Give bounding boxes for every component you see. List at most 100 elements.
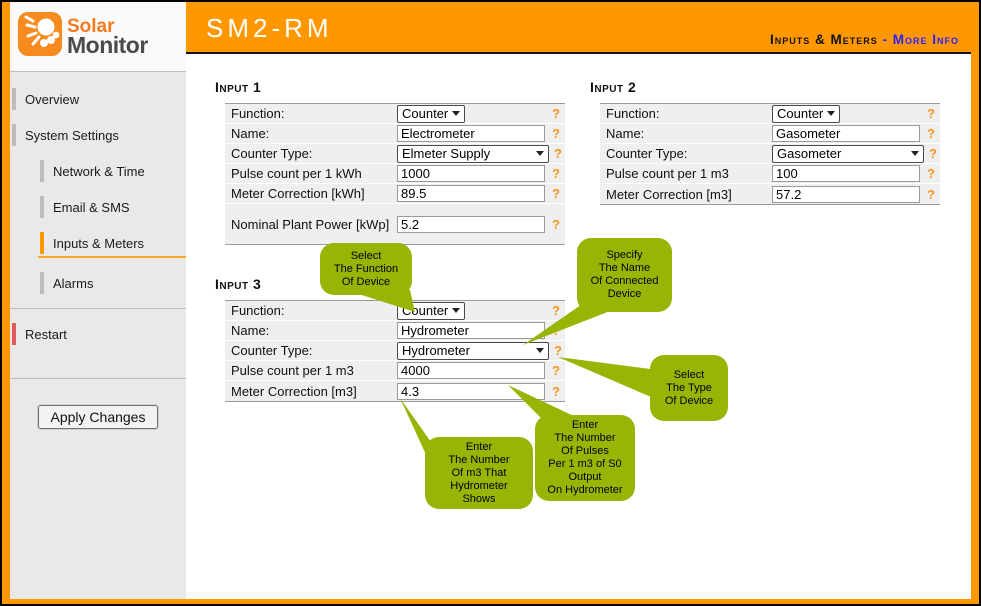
input1-title: Input 1 xyxy=(215,79,262,95)
help-icon[interactable]: ? xyxy=(927,186,935,202)
form-row-nominal-power: Nominal Plant Power [kWp] ? xyxy=(225,204,565,244)
help-icon[interactable]: ? xyxy=(552,303,560,318)
sidebar: Solar Monitor Overview System Settings xyxy=(10,2,186,599)
input3-meter-correction-field[interactable] xyxy=(397,382,545,400)
input2-counter-type-select[interactable]: Gasometer xyxy=(772,144,924,163)
field-label: Counter Type: xyxy=(231,343,313,358)
callout-select-function: Select The Function Of Device xyxy=(320,243,412,295)
field-label: Function: xyxy=(231,106,285,121)
sidebar-item-label: System Settings xyxy=(25,127,119,143)
input2-meter-correction-field[interactable] xyxy=(772,185,920,203)
help-icon[interactable]: ? xyxy=(552,126,560,141)
breadcrumb: Inputs & Meters - More Info xyxy=(770,32,959,47)
form-row-pulse-count: Pulse count per 1 m3 ? xyxy=(225,361,565,381)
chevron-down-icon xyxy=(536,348,544,353)
content-area: Input 1 Input 2 Input 3 Function: Counte… xyxy=(186,54,971,599)
input2-function-select[interactable]: Counter xyxy=(772,104,840,123)
header: SM2-RM Inputs & Meters - More Info xyxy=(186,2,971,54)
nav-marker xyxy=(12,124,16,146)
form-row-name: Name: ? xyxy=(600,124,940,144)
sidebar-item-network-time[interactable]: Network & Time xyxy=(38,160,186,182)
sidebar-item-system-settings[interactable]: System Settings xyxy=(10,124,186,146)
field-label: Nominal Plant Power [kWp] xyxy=(231,216,390,232)
input2-form: Function: Counter ? Name: ? Counter Type… xyxy=(600,103,940,205)
help-icon[interactable]: ? xyxy=(927,126,935,141)
form-row-name: Name: ? xyxy=(225,124,565,144)
sidebar-item-alarms[interactable]: Alarms xyxy=(38,272,186,294)
help-icon[interactable]: ? xyxy=(552,166,560,181)
input2-pulse-count-field[interactable] xyxy=(772,165,920,182)
nav-marker xyxy=(40,196,44,218)
sidebar-item-label: Overview xyxy=(25,91,80,107)
input2-name-field[interactable] xyxy=(772,125,920,142)
nav-marker-active xyxy=(40,232,44,254)
sidebar-divider xyxy=(10,378,186,379)
sidebar-item-label: Inputs & Meters xyxy=(53,235,145,251)
chevron-down-icon xyxy=(911,151,919,156)
field-label: Counter Type: xyxy=(606,146,688,161)
form-row-counter-type: Counter Type: Hydrometer ? xyxy=(225,341,565,361)
form-row-function: Function: Counter ? xyxy=(225,301,565,321)
select-value: Gasometer xyxy=(777,146,842,161)
help-icon[interactable]: ? xyxy=(927,166,935,181)
select-value: Counter xyxy=(777,106,824,121)
nav-marker xyxy=(40,272,44,294)
help-icon[interactable]: ? xyxy=(554,146,562,161)
input3-function-select[interactable]: Counter xyxy=(397,301,465,320)
input3-counter-type-select[interactable]: Hydrometer xyxy=(397,341,549,360)
input1-nominal-power-field[interactable] xyxy=(397,215,545,233)
more-info-link[interactable]: More Info xyxy=(892,32,959,47)
select-value: Counter xyxy=(402,106,449,121)
callout-enter-pulses: Enter The Number Of Pulses Per 1 m3 of S… xyxy=(535,415,635,501)
input3-name-field[interactable] xyxy=(397,322,545,339)
field-label: Pulse count per 1 kWh xyxy=(231,166,362,181)
form-row-counter-type: Counter Type: Gasometer ? xyxy=(600,144,940,164)
breadcrumb-section: Inputs & Meters xyxy=(769,32,878,47)
help-icon[interactable]: ? xyxy=(552,106,560,121)
sidebar-item-label: Email & SMS xyxy=(53,199,130,215)
form-row-meter-correction: Meter Correction [m3] ? xyxy=(225,381,565,401)
sidebar-item-email-sms[interactable]: Email & SMS xyxy=(38,196,186,218)
input1-counter-type-select[interactable]: Elmeter Supply xyxy=(397,144,549,163)
help-icon[interactable]: ? xyxy=(929,146,937,161)
input1-meter-correction-field[interactable] xyxy=(397,185,545,202)
sidebar-divider xyxy=(10,308,186,309)
field-label: Name: xyxy=(231,126,270,141)
chevron-down-icon xyxy=(452,111,461,116)
form-row-meter-correction: Meter Correction [kWh] ? xyxy=(225,184,565,204)
field-label: Function: xyxy=(231,303,285,318)
form-row-function: Function: Counter ? xyxy=(225,104,565,124)
form-row-name: Name: ? xyxy=(225,321,565,341)
form-row-function: Function: Counter ? xyxy=(600,104,940,124)
field-label: Meter Correction [m3] xyxy=(606,186,732,202)
help-icon[interactable]: ? xyxy=(552,383,560,399)
input1-form: Function: Counter ? Name: ? Counter Type… xyxy=(225,103,565,245)
help-icon[interactable]: ? xyxy=(554,343,562,358)
field-label: Name: xyxy=(231,323,270,338)
help-icon[interactable]: ? xyxy=(552,186,560,201)
sidebar-item-label: Alarms xyxy=(53,275,94,291)
logo-text-monitor: Monitor xyxy=(67,31,148,58)
breadcrumb-separator: - xyxy=(882,32,888,47)
input1-name-field[interactable] xyxy=(397,125,545,142)
help-icon[interactable]: ? xyxy=(552,363,560,378)
apply-changes-button[interactable]: Apply Changes xyxy=(37,405,159,429)
input1-function-select[interactable]: Counter xyxy=(397,104,465,123)
field-label: Pulse count per 1 m3 xyxy=(231,363,354,378)
chevron-down-icon xyxy=(827,111,836,116)
sidebar-item-overview[interactable]: Overview xyxy=(10,88,186,110)
field-label: Counter Type: xyxy=(231,146,313,161)
input1-pulse-count-field[interactable] xyxy=(397,165,545,182)
select-value: Elmeter Supply xyxy=(402,146,491,161)
callout-enter-m3: Enter The Number Of m3 That Hydrometer S… xyxy=(425,437,533,509)
sidebar-item-label: Network & Time xyxy=(53,163,145,179)
sidebar-item-restart[interactable]: Restart xyxy=(10,323,186,345)
input3-pulse-count-field[interactable] xyxy=(397,362,545,379)
sidebar-item-inputs-meters[interactable]: Inputs & Meters xyxy=(38,232,186,258)
help-icon[interactable]: ? xyxy=(552,323,560,338)
help-icon[interactable]: ? xyxy=(552,216,560,232)
field-label: Pulse count per 1 m3 xyxy=(606,166,729,181)
field-label: Function: xyxy=(606,106,660,121)
help-icon[interactable]: ? xyxy=(927,106,935,121)
